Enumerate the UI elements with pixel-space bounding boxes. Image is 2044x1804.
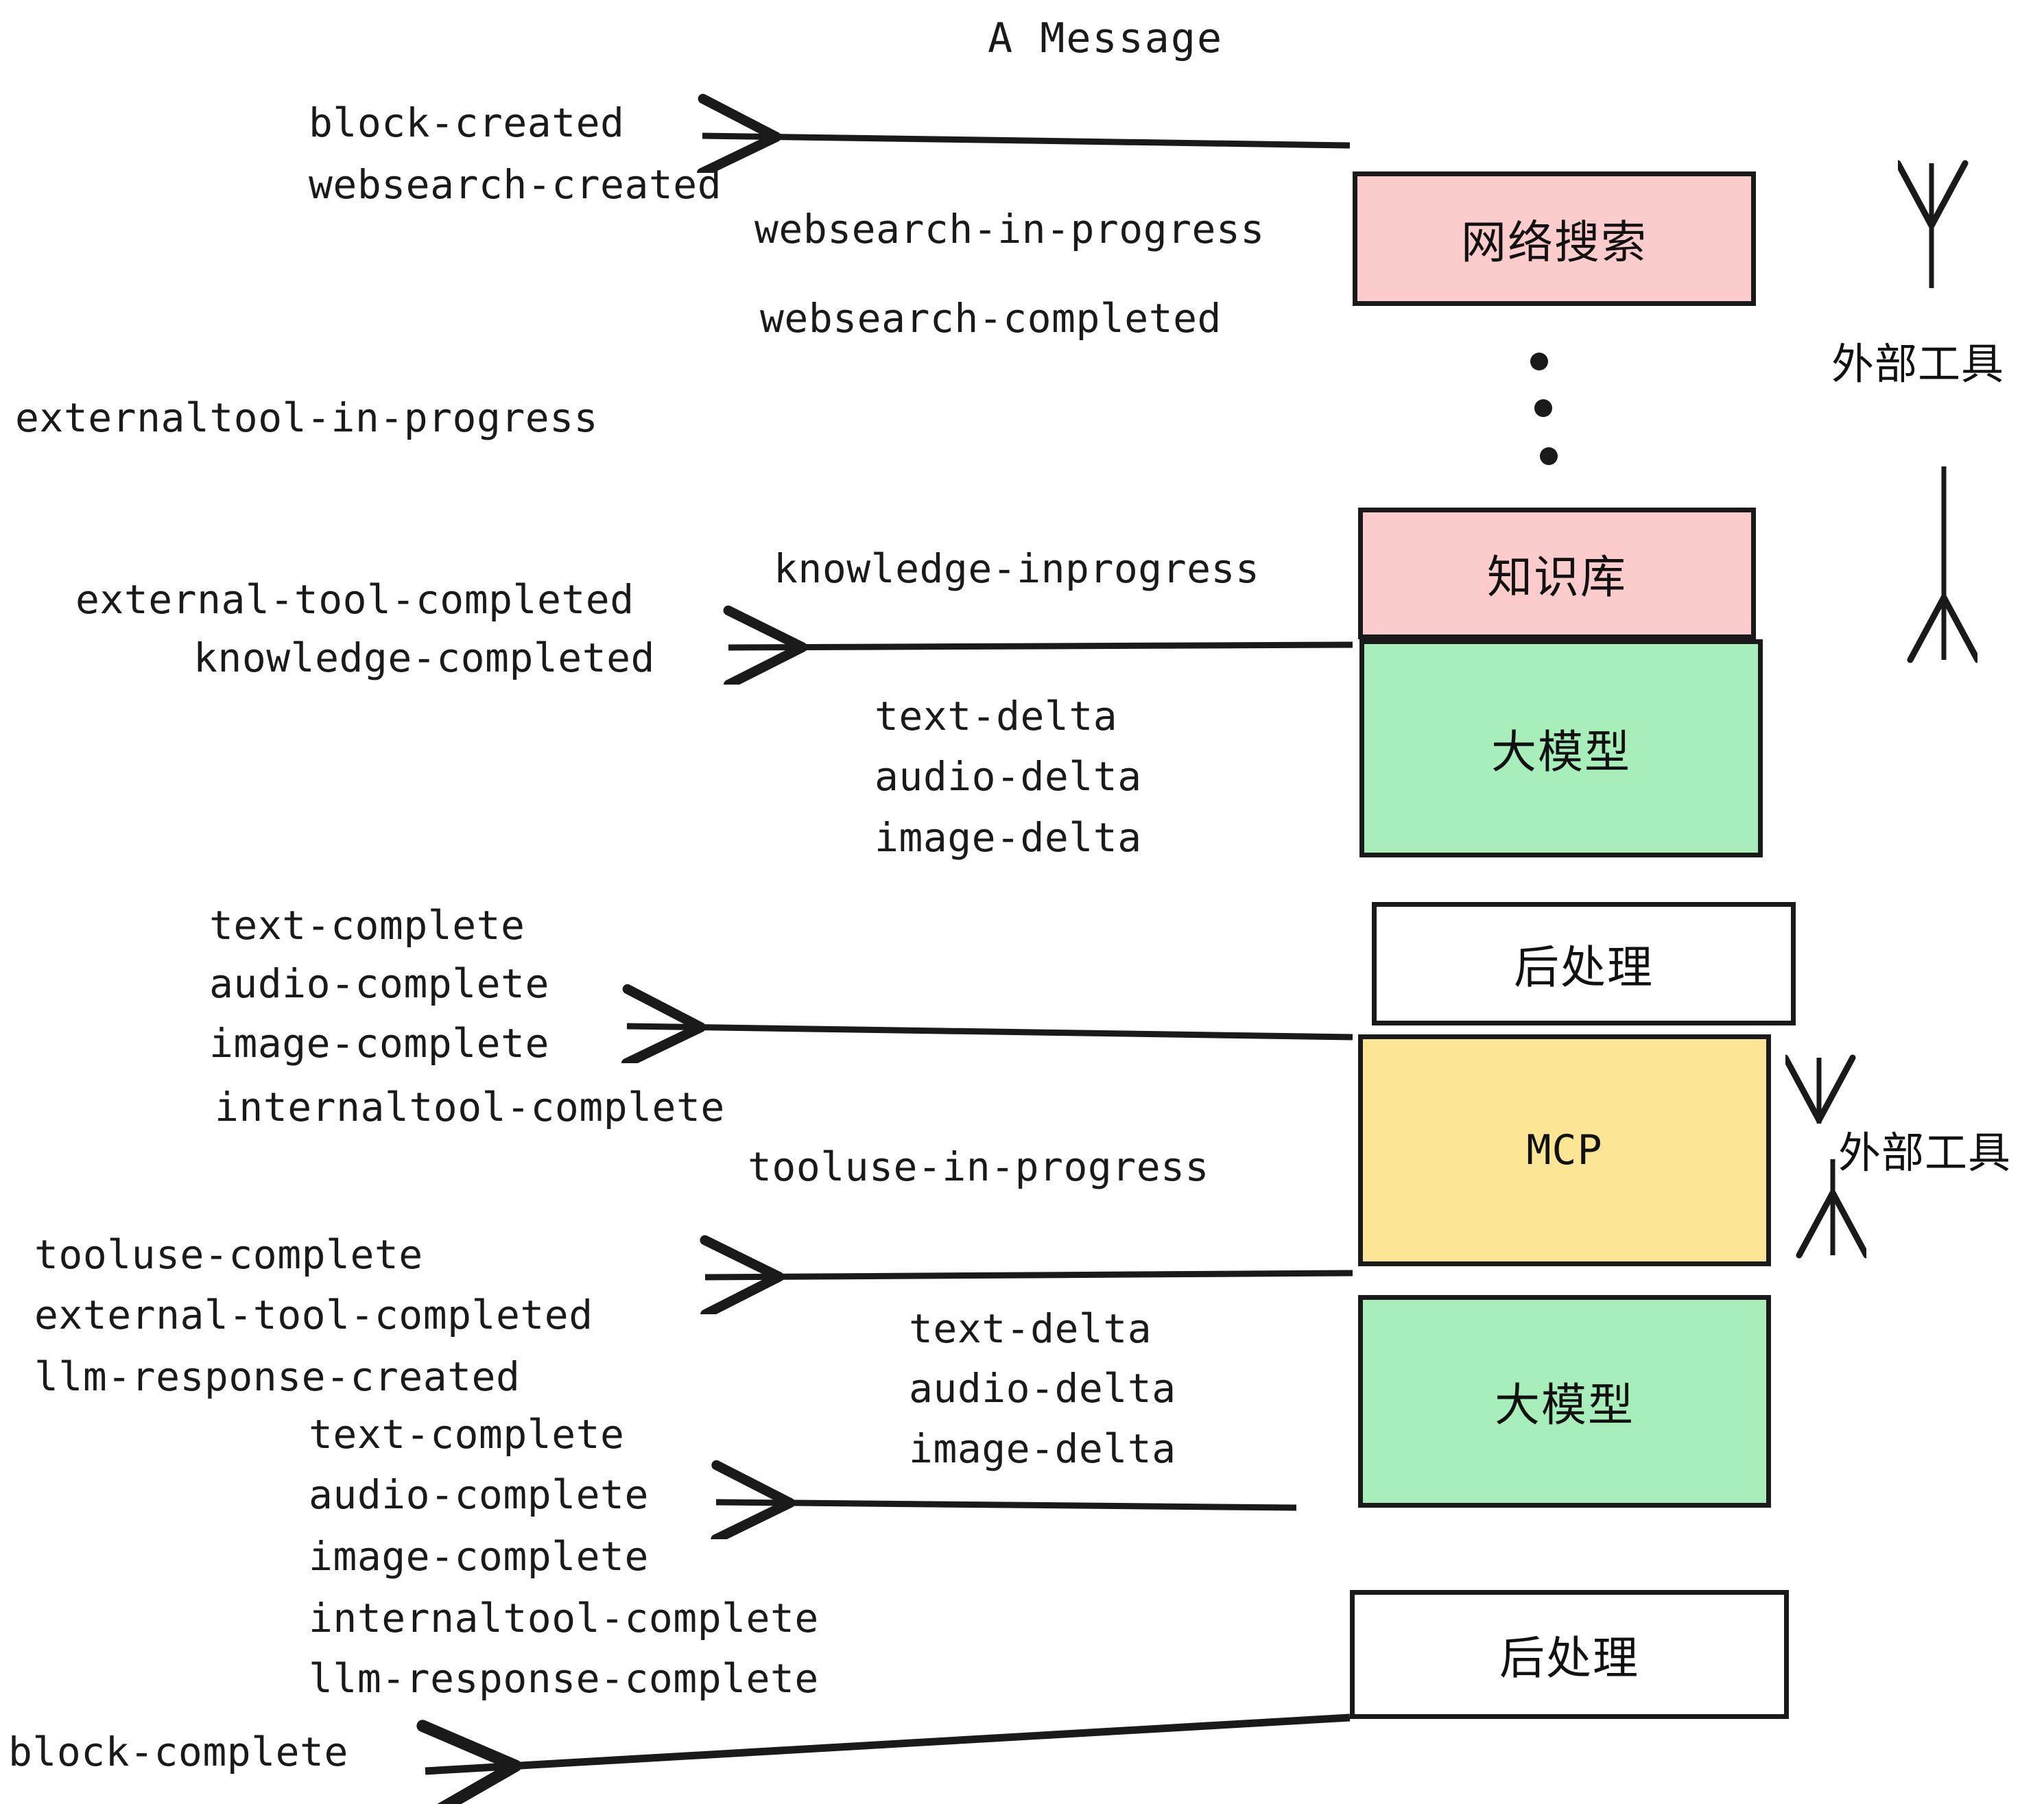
- event-block-created: block-created: [309, 99, 625, 146]
- event-block-complete: block-complete: [8, 1729, 348, 1775]
- external-tools-label-top: 外部工具: [1831, 339, 2005, 389]
- event-audio-complete-1: audio-complete: [209, 960, 549, 1007]
- node-websearch-label: 网络搜索: [1461, 216, 1648, 269]
- event-audio-delta-2: audio-delta: [909, 1365, 1176, 1412]
- node-mcp[interactable]: MCP: [1358, 1034, 1771, 1266]
- event-websearch-in-progress: websearch-in-progress: [754, 206, 1265, 252]
- event-llm-response-created: llm-response-created: [34, 1353, 521, 1400]
- arrow-knowledge-to-completed: [728, 645, 1353, 648]
- event-external-tool-completed-1: external-tool-completed: [75, 576, 634, 623]
- node-llm-first[interactable]: 大模型: [1359, 639, 1763, 857]
- event-image-complete-2: image-complete: [309, 1533, 649, 1580]
- node-llm-second[interactable]: 大模型: [1358, 1295, 1771, 1508]
- node-postprocess-first-label: 后处理: [1514, 941, 1654, 994]
- event-audio-complete-2: audio-complete: [309, 1471, 649, 1518]
- node-mcp-label: MCP: [1526, 1126, 1603, 1174]
- event-websearch-created: websearch-created: [309, 161, 722, 208]
- event-text-complete-1: text-complete: [209, 902, 525, 949]
- node-postprocess-first[interactable]: 后处理: [1372, 902, 1796, 1025]
- node-knowledge[interactable]: 知识库: [1358, 508, 1756, 639]
- event-tooluse-in-progress: tooluse-in-progress: [748, 1143, 1209, 1190]
- event-image-delta-2: image-delta: [909, 1425, 1176, 1472]
- page-title: A Message: [988, 14, 1224, 62]
- arrow-websearch-to-created: [702, 136, 1351, 145]
- event-text-complete-2: text-complete: [309, 1411, 625, 1458]
- event-websearch-completed: websearch-completed: [760, 295, 1222, 342]
- node-websearch[interactable]: 网络搜索: [1353, 171, 1756, 306]
- node-llm-second-label: 大模型: [1495, 1379, 1635, 1432]
- event-knowledge-completed: knowledge-completed: [193, 634, 655, 681]
- arrow-llm-to-image-complete: [627, 1026, 1353, 1037]
- event-image-delta-1: image-delta: [875, 814, 1142, 861]
- arrow-llm-to-audio-complete: [716, 1502, 1297, 1508]
- arrow-postprocess-to-block-complete: [425, 1713, 1351, 1771]
- event-knowledge-inprogress: knowledge-inprogress: [774, 545, 1260, 592]
- arrow-mcp-to-tooluse-complete: [705, 1273, 1353, 1277]
- external-tools-label-bottom: 外部工具: [1838, 1128, 2012, 1178]
- node-postprocess-second[interactable]: 后处理: [1350, 1590, 1789, 1719]
- node-llm-first-label: 大模型: [1491, 726, 1631, 779]
- event-internaltool-complete-1: internaltool-complete: [215, 1084, 725, 1130]
- vertical-ellipsis-icon: [1519, 343, 1560, 466]
- event-external-tool-completed-2: external-tool-completed: [34, 1292, 593, 1338]
- event-audio-delta-1: audio-delta: [875, 753, 1142, 800]
- event-image-complete-1: image-complete: [209, 1020, 549, 1067]
- event-externaltool-in-progress: externaltool-in-progress: [15, 394, 599, 441]
- node-knowledge-label: 知识库: [1487, 551, 1627, 604]
- event-llm-response-complete: llm-response-complete: [309, 1655, 819, 1702]
- event-internaltool-complete-2: internaltool-complete: [309, 1595, 819, 1641]
- event-text-delta-2: text-delta: [909, 1305, 1152, 1352]
- node-postprocess-second-label: 后处理: [1499, 1632, 1639, 1685]
- event-text-delta-1: text-delta: [875, 693, 1118, 739]
- event-tooluse-complete: tooluse-complete: [34, 1231, 423, 1278]
